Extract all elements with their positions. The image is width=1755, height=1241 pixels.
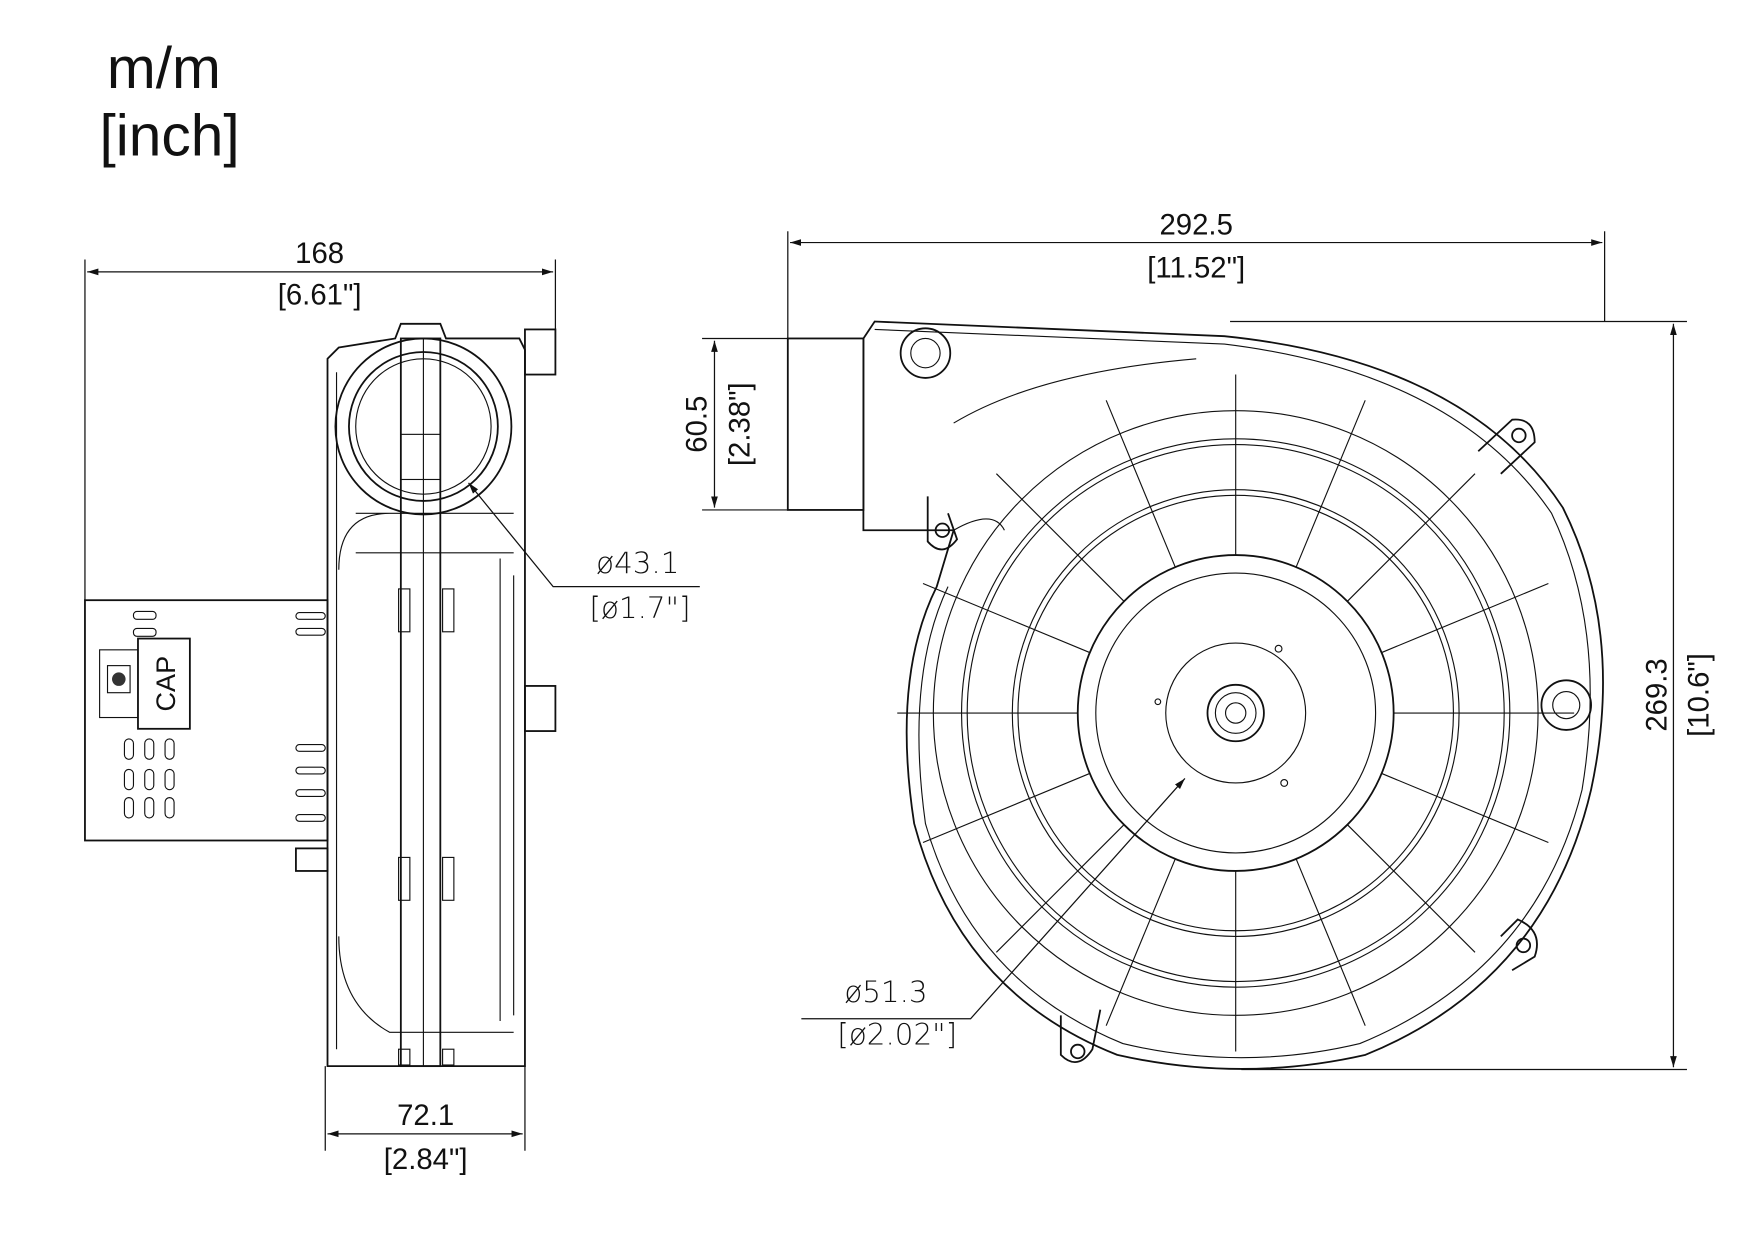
guard-spoke [1346, 473, 1476, 602]
front-view: 292.5 [11.52"] 60.5 [2.38"] 269.3 [10.6"… [681, 209, 1715, 1071]
front-height-inch: [10.6"] [1682, 653, 1715, 737]
inlet-diameter-inch: [ø1.7"] [590, 591, 691, 625]
outlet-height-inch: [2.38"] [723, 382, 756, 466]
guard-spoke [1105, 400, 1176, 568]
guard-spoke [1381, 582, 1549, 654]
scroll-housing [862, 320, 1604, 1070]
guard-spoke [1295, 400, 1366, 568]
guard-spoke [922, 582, 1090, 654]
side-width-mm: 168 [295, 237, 344, 270]
hub-diameter-mm: ø51.3 [844, 975, 927, 1009]
inlet-opening [355, 358, 492, 495]
capacitor-label: CAP [150, 656, 181, 712]
motor-body [84, 599, 329, 842]
guard-spoke [995, 824, 1125, 953]
front-height-mm: 269.3 [1641, 658, 1674, 731]
outlet-height-mm: 60.5 [681, 396, 714, 453]
guard-spoke [995, 473, 1125, 602]
side-depth-inch: [2.84"] [384, 1143, 468, 1176]
guard-spoke [1381, 772, 1549, 844]
hub-outer [1076, 554, 1395, 872]
hub-diameter-inch: [ø2.02"] [837, 1018, 957, 1052]
guard-spoke [1346, 824, 1476, 953]
front-width-mm: 292.5 [1160, 209, 1233, 242]
outlet [786, 337, 865, 511]
side-width-inch: [6.61"] [278, 279, 362, 312]
housing-outline [326, 322, 526, 1068]
units-inch: [inch] [99, 104, 239, 169]
guard-spoke [1105, 858, 1176, 1026]
front-width-inch: [11.52"] [1147, 252, 1245, 285]
capacitor-box [137, 637, 191, 730]
inlet-diameter-mm: ø43.1 [596, 546, 679, 580]
guard-spoke [1295, 858, 1366, 1026]
side-view: 168 [6.61"] CAP [84, 237, 700, 1176]
guard-spokes [897, 374, 1575, 1052]
inlet-outer [334, 337, 513, 516]
guard-spoke [922, 772, 1090, 844]
units-mm: m/m [107, 36, 221, 101]
side-depth-mm: 72.1 [397, 1099, 454, 1132]
